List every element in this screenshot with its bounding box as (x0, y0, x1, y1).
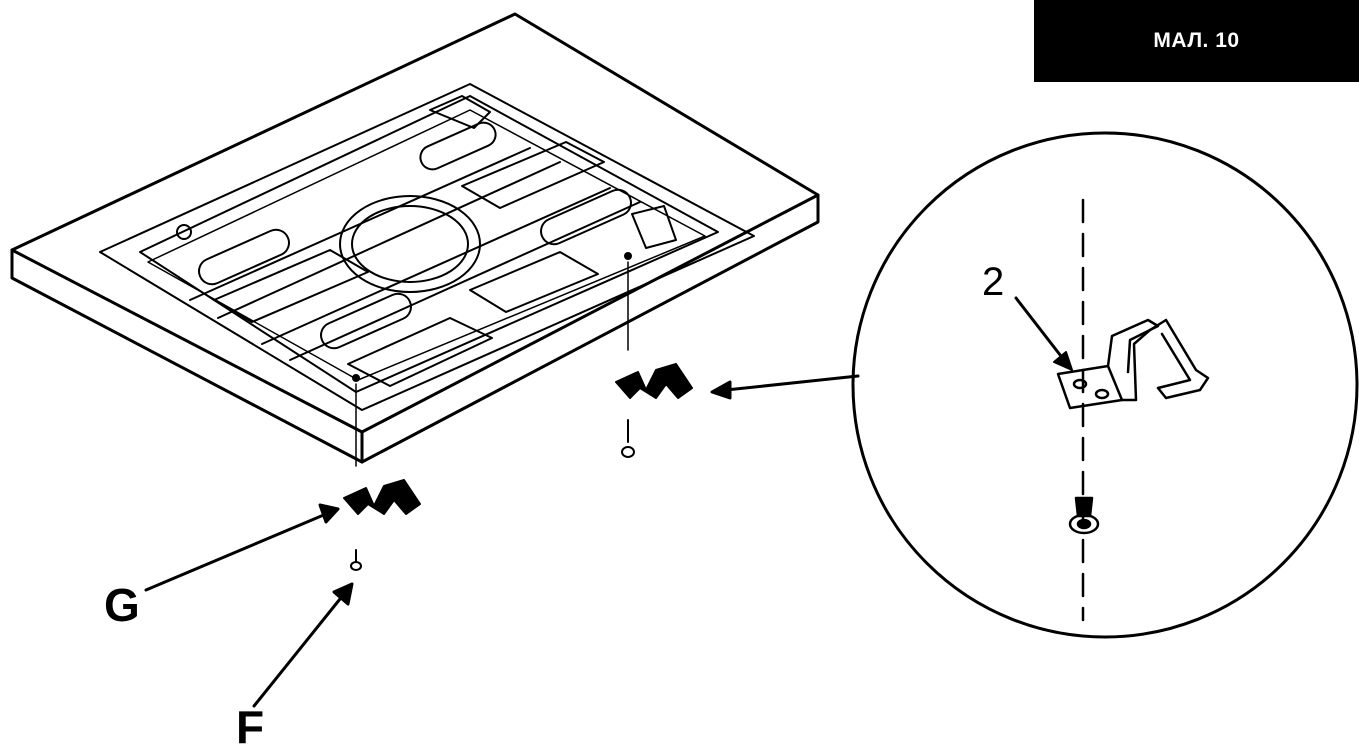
screw-left (350, 549, 362, 571)
ceiling-panel (10, 12, 820, 464)
screw-icon (1068, 496, 1100, 535)
callout-g-label: G (104, 579, 140, 631)
leader-arrows (144, 374, 860, 708)
clip-right (615, 261, 693, 399)
callout-part-2-label: 2 (982, 260, 1005, 304)
screw-right (621, 419, 635, 458)
figure-number-label: МАЛ. 10 (1153, 29, 1240, 52)
detail-circle (851, 131, 1359, 639)
callout-f-label: F (236, 701, 265, 753)
mounting-plate (139, 95, 719, 393)
figure-number-badge: МАЛ. 10 (1034, 0, 1359, 82)
spring-clip-icon (1056, 318, 1210, 410)
clip-left (343, 383, 421, 515)
